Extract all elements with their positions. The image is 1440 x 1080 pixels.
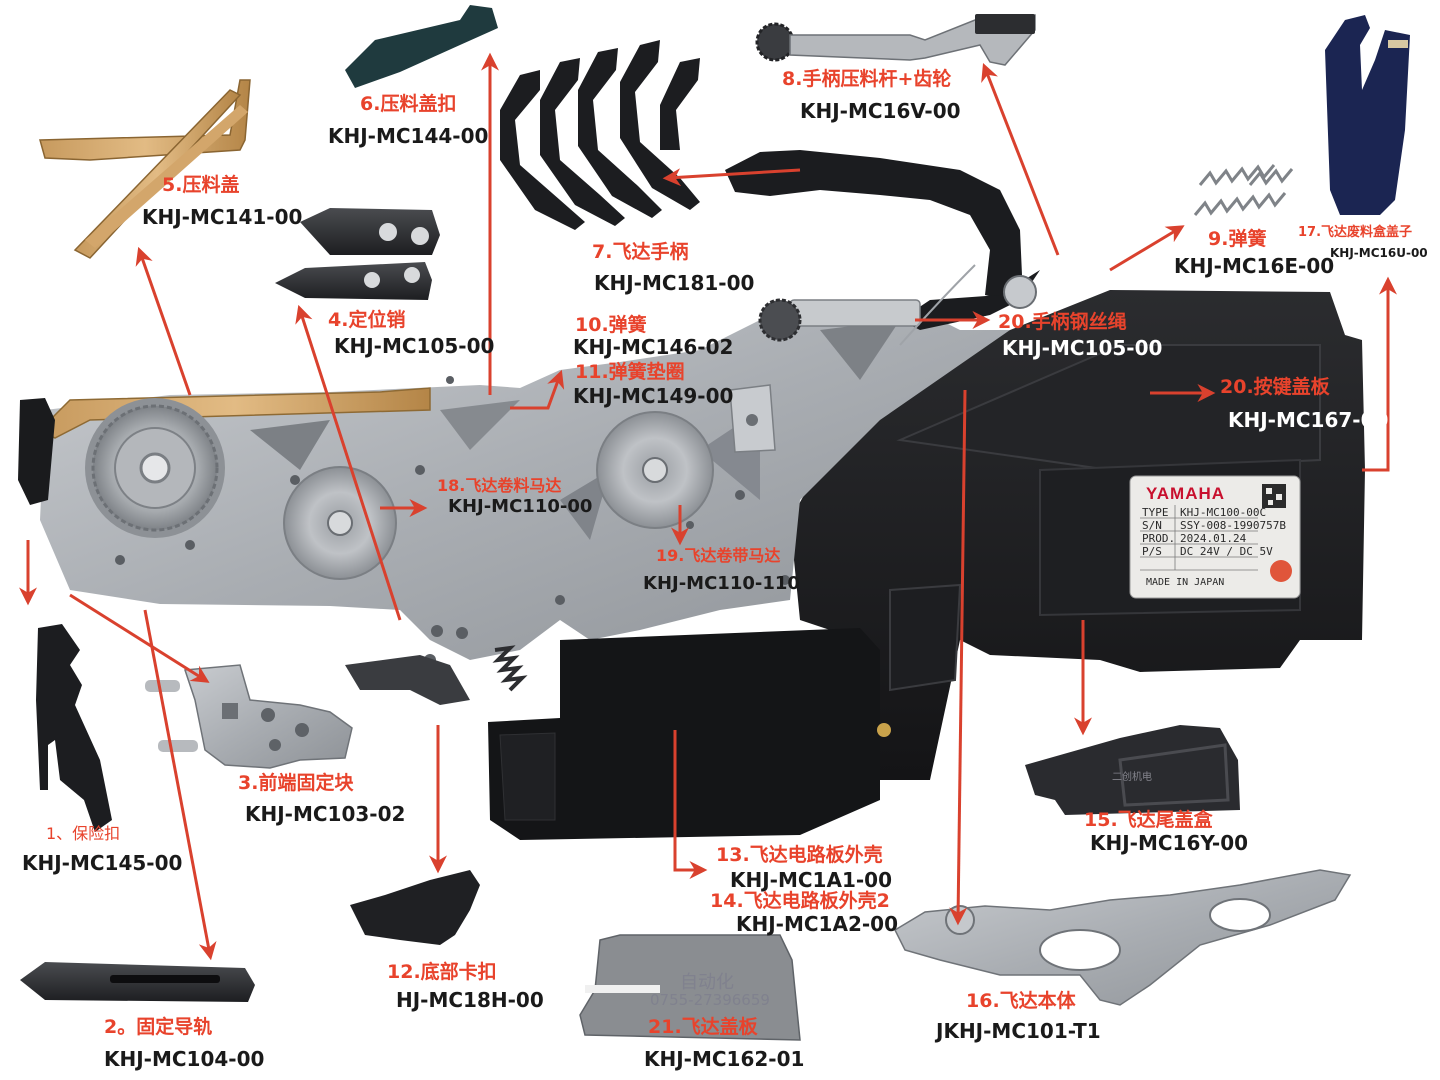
part-5-press-cover (39, 79, 251, 259)
label-part-12-name: 12.底部卡扣 (387, 961, 497, 983)
label-part-18-code: KHJ-MC110-00 (448, 496, 593, 517)
watermark-line-2: 0755-27396659 (650, 991, 770, 1009)
part-21-feeder-cover-plate (579, 934, 801, 1041)
label-part-6-code: KHJ-MC144-00 (328, 124, 489, 148)
label-part-3-name: 3.前端固定块 (238, 772, 354, 794)
nameplate-brand: YAMAHA (1146, 484, 1226, 503)
part-4-locating-pins (275, 208, 440, 300)
label-part-21-code: KHJ-MC162-01 (644, 1047, 805, 1071)
part-12-bottom-clip (350, 870, 480, 945)
part-3-front-fixed-block (145, 664, 353, 769)
label-part-4-name: 4.定位销 (328, 309, 406, 331)
label-part-20a-name: 20.手柄钢丝绳 (998, 311, 1127, 333)
label-part-1-name: 1、保险扣 (46, 824, 121, 843)
part-2-fixed-guide-rail (20, 962, 255, 1002)
nameplate-value-sn: SSY-008-1990757B (1180, 519, 1286, 532)
label-part-16-name: 16.飞达本体 (966, 990, 1076, 1012)
part-8-handle-press-bar (755, 14, 1036, 66)
label-part-11-code: KHJ-MC149-00 (573, 384, 734, 408)
label-part-17-name: 17.飞达废料盒盖子 (1298, 225, 1413, 240)
label-part-13-name: 13.飞达电路板外壳 (716, 844, 883, 866)
label-part-19-name: 19.飞达卷带马达 (656, 546, 781, 565)
label-part-14-name: 14.飞达电路板外壳2 (710, 890, 890, 912)
label-part-2-name: 2。固定导轨 (104, 1016, 213, 1038)
part-7-feeder-handles (500, 40, 700, 230)
label-part-2-code: KHJ-MC104-00 (104, 1047, 265, 1071)
label-part-1-code: KHJ-MC145-00 (22, 851, 183, 875)
feeder-assembly (18, 150, 1365, 840)
nameplate-key-type: TYPE (1142, 506, 1169, 519)
watermark-plate: 二创机电 (1112, 772, 1152, 783)
label-part-7-code: KHJ-MC181-00 (594, 271, 755, 295)
label-part-8-code: KHJ-MC16V-00 (800, 99, 961, 123)
callout-arrows (19, 52, 1397, 961)
label-part-9-code: KHJ-MC16E-00 (1174, 254, 1335, 278)
label-part-3-code: KHJ-MC103-02 (245, 802, 406, 826)
label-part-11-name: 11.弹簧垫圈 (575, 361, 685, 383)
label-part-20a-code: KHJ-MC105-00 (1002, 336, 1163, 360)
label-part-19-code: KHJ-MC110-110 (643, 573, 800, 594)
part-17-waste-box-cover (1325, 15, 1410, 215)
label-part-5-name: 5.压料盖 (162, 174, 240, 196)
part-9-springs (1193, 164, 1294, 216)
nameplate-origin: MADE IN JAPAN (1146, 577, 1225, 588)
label-part-18-name: 18.飞达卷料马达 (437, 476, 562, 495)
nameplate-key-sn: S/N (1142, 519, 1162, 532)
nameplate-value-type: KHJ-MC100-00C (1180, 506, 1267, 519)
watermark-line-1: 自动化 (680, 972, 734, 993)
part-6-press-cover-clip (345, 5, 498, 88)
label-part-12-code: HJ-MC18H-00 (396, 988, 544, 1012)
label-part-17-code: KHJ-MC16U-00 (1330, 246, 1428, 260)
label-part-5-code: KHJ-MC141-00 (142, 205, 303, 229)
label-part-8-name: 8.手柄压料杆+齿轮 (782, 68, 952, 90)
label-part-10-code: KHJ-MC146-02 (573, 335, 734, 359)
label-part-15-code: KHJ-MC16Y-00 (1090, 831, 1249, 855)
nameplate-value-ps: DC 24V / DC 5V (1180, 545, 1273, 558)
label-part-21-name: 21.飞达盖板 (648, 1016, 758, 1038)
nameplate-key-ps: P/S (1142, 545, 1162, 558)
label-part-14-code: KHJ-MC1A2-00 (736, 912, 899, 936)
nameplate-key-prod: PROD. (1142, 532, 1176, 545)
label-part-15-name: 15.飞达尾盖盒 (1084, 809, 1213, 831)
label-part-6-name: 6.压料盖扣 (360, 93, 457, 115)
label-part-20b-name: 20.按键盖板 (1220, 376, 1330, 398)
part-15-tail-cover-box (1025, 725, 1240, 815)
label-part-20b-code: KHJ-MC167-00 (1228, 408, 1389, 432)
label-part-4-code: KHJ-MC105-00 (334, 334, 495, 358)
label-part-10-name: 10.弹簧 (575, 314, 647, 336)
label-part-7-name: 7.飞达手柄 (592, 241, 689, 263)
nameplate-value-prod: 2024.01.24 (1180, 532, 1247, 545)
part-16-feeder-body (894, 869, 1352, 1006)
label-part-13-code: KHJ-MC1A1-00 (730, 868, 893, 892)
label-part-9-name: 9.弹簧 (1208, 228, 1267, 250)
label-part-16-code: JKHJ-MC101-T1 (936, 1019, 1101, 1043)
part-1-safety-clip (36, 624, 112, 832)
